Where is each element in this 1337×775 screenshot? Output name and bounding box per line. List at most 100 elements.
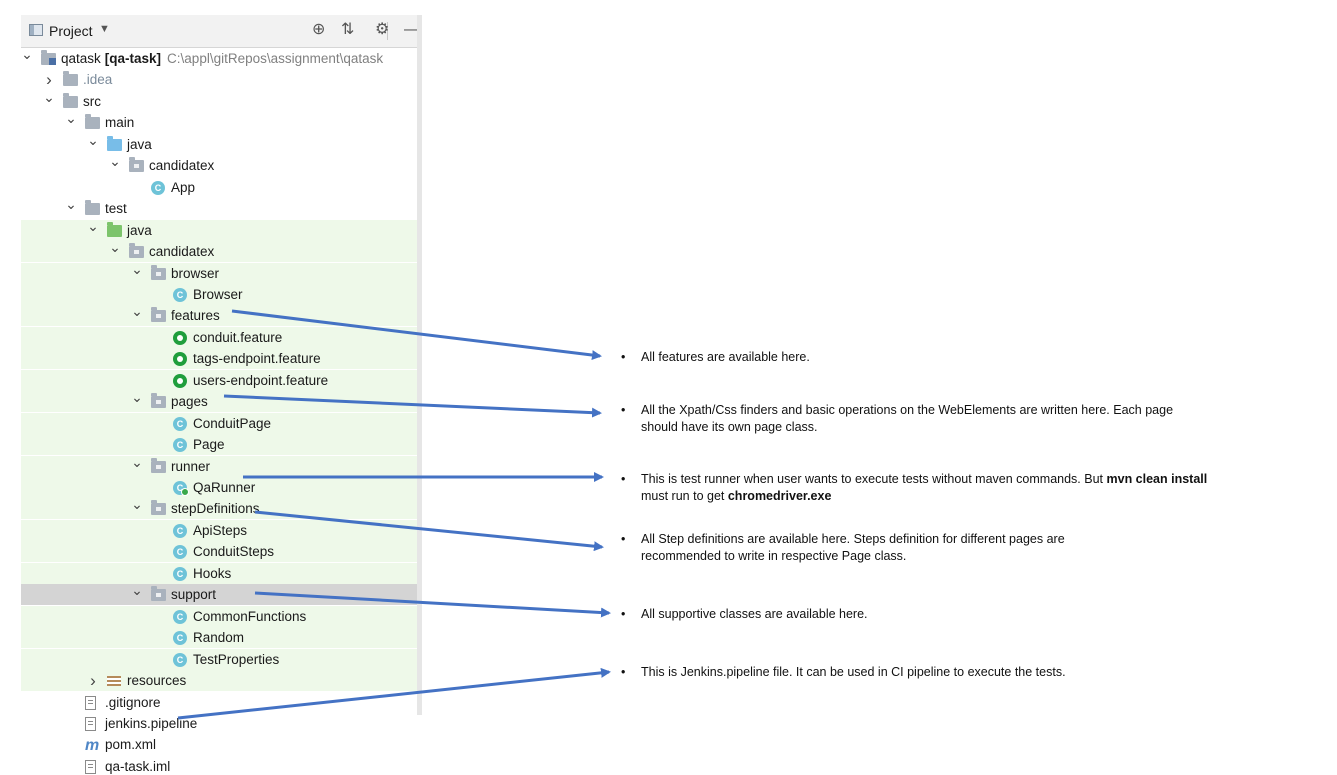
- tree-row[interactable]: stepDefinitions: [21, 498, 417, 521]
- tree-item-text: support: [171, 587, 217, 603]
- chevron-down-icon[interactable]: ▼: [99, 23, 110, 35]
- tree-item-label: jenkins.pipeline: [105, 713, 197, 734]
- tree-item-text: users-endpoint.feature: [193, 372, 329, 388]
- tree-row[interactable]: C TestProperties: [21, 648, 417, 670]
- folder-icon: [63, 71, 78, 87]
- tree-row[interactable]: tags-endpoint.feature: [21, 348, 417, 370]
- package-icon: [151, 500, 166, 516]
- gear-icon[interactable]: ⚙: [375, 21, 390, 38]
- project-title[interactable]: Project: [49, 23, 93, 39]
- tree-row[interactable]: java: [21, 219, 417, 243]
- test-folder-icon: [107, 221, 122, 237]
- chevron-down-icon[interactable]: [21, 48, 33, 71]
- tree-row[interactable]: qatask[qa-task]C:\appl\gitRepos\assignme…: [21, 48, 417, 69]
- bullet-icon: •: [621, 403, 626, 417]
- tree-item-label: conduit.feature: [193, 327, 282, 348]
- chevron-down-icon[interactable]: [131, 305, 143, 328]
- tree-row[interactable]: C ConduitPage: [21, 412, 417, 434]
- resources-folder-icon: [107, 674, 122, 688]
- tree-row[interactable]: .gitignore: [21, 692, 417, 713]
- tree-row[interactable]: jenkins.pipeline: [21, 713, 417, 734]
- tree-row[interactable]: features: [21, 305, 417, 328]
- tree-item-label: qa-task.iml: [105, 756, 170, 775]
- locate-icon[interactable]: ⊕: [312, 21, 326, 38]
- tree-item-label: QaRunner: [193, 477, 255, 498]
- tree-item-text: qa-task.iml: [105, 758, 171, 774]
- folder-icon: [63, 92, 78, 108]
- class-icon: C: [173, 416, 187, 431]
- note-bold-text: mvn clean install: [1106, 472, 1208, 486]
- note-text: This is test runner when user wants to e…: [641, 472, 1107, 486]
- tree-item-label: candidatex: [149, 241, 214, 262]
- tree-row[interactable]: .idea: [21, 69, 417, 90]
- note-text: must run to get: [641, 489, 728, 503]
- tree-row[interactable]: qa-task.iml: [21, 756, 417, 775]
- tree-row[interactable]: conduit.feature: [21, 326, 417, 348]
- chevron-down-icon[interactable]: [131, 498, 143, 521]
- package-icon: [151, 586, 166, 602]
- tree-item-label: Random: [193, 627, 244, 648]
- tree-row[interactable]: main: [21, 112, 417, 133]
- tree-item-text: qatask: [61, 51, 101, 66]
- file-icon: [85, 716, 96, 731]
- class-icon: C: [173, 287, 187, 302]
- bullet-icon: •: [621, 665, 626, 679]
- module-folder-icon: [41, 50, 56, 65]
- tree-item-label: pages: [171, 391, 208, 412]
- tree-item-text: ConduitPage: [193, 415, 272, 431]
- chevron-down-icon[interactable]: [87, 220, 99, 243]
- tree-row[interactable]: pages: [21, 391, 417, 414]
- collapse-all-icon[interactable]: ⇅: [341, 21, 355, 38]
- tree-row[interactable]: browser: [21, 262, 417, 286]
- class-icon: C: [173, 652, 187, 667]
- chevron-down-icon[interactable]: [65, 198, 77, 221]
- hide-icon[interactable]: —: [404, 21, 420, 38]
- tree-row[interactable]: support: [21, 584, 417, 607]
- chevron-down-icon[interactable]: [131, 391, 143, 414]
- bullet-icon: •: [621, 472, 626, 486]
- chevron-down-icon[interactable]: [131, 456, 143, 479]
- chevron-down-icon[interactable]: [43, 91, 55, 114]
- tree-item-text: tags-endpoint.feature: [193, 351, 321, 367]
- tree-item-label: App: [171, 177, 195, 198]
- chevron-down-icon[interactable]: [87, 134, 99, 157]
- panel-scrollbar[interactable]: [417, 15, 422, 715]
- tree-row[interactable]: candidatex: [21, 155, 417, 176]
- chevron-right-icon[interactable]: [87, 670, 99, 694]
- chevron-down-icon[interactable]: [109, 241, 121, 264]
- tree-item-text: ConduitSteps: [193, 544, 275, 560]
- tree-row[interactable]: users-endpoint.feature: [21, 369, 417, 391]
- note-line: All Step definitions are available here.…: [641, 531, 1065, 548]
- tree-item-text: ApiSteps: [193, 522, 248, 538]
- tree-row[interactable]: java: [21, 134, 417, 155]
- tree-item-text: Random: [193, 630, 245, 646]
- chevron-down-icon[interactable]: [65, 112, 77, 135]
- chevron-down-icon[interactable]: [131, 584, 143, 607]
- chevron-down-icon[interactable]: [131, 263, 143, 286]
- tree-row[interactable]: resources: [21, 670, 417, 694]
- tree-row[interactable]: runner: [21, 455, 417, 479]
- tree-item-label: TestProperties: [193, 649, 279, 670]
- tree-item-label: features: [171, 305, 220, 326]
- tree-row[interactable]: candidatex: [21, 241, 417, 264]
- tree-row[interactable]: test: [21, 198, 417, 219]
- chevron-down-icon[interactable]: [109, 155, 121, 178]
- note-text: All the Xpath/Css finders and basic oper…: [641, 403, 1174, 417]
- tree-item-label: Page: [193, 434, 225, 455]
- tree-item-label: qatask[qa-task]C:\appl\gitRepos\assignme…: [61, 48, 383, 69]
- tree-row[interactable]: src: [21, 91, 417, 112]
- tree-item-text: candidatex: [149, 158, 215, 174]
- note-text: All features are available here.: [641, 350, 810, 364]
- note-line: This is Jenkins.pipeline file. It can be…: [641, 664, 1066, 681]
- project-pane-icon[interactable]: [29, 24, 43, 36]
